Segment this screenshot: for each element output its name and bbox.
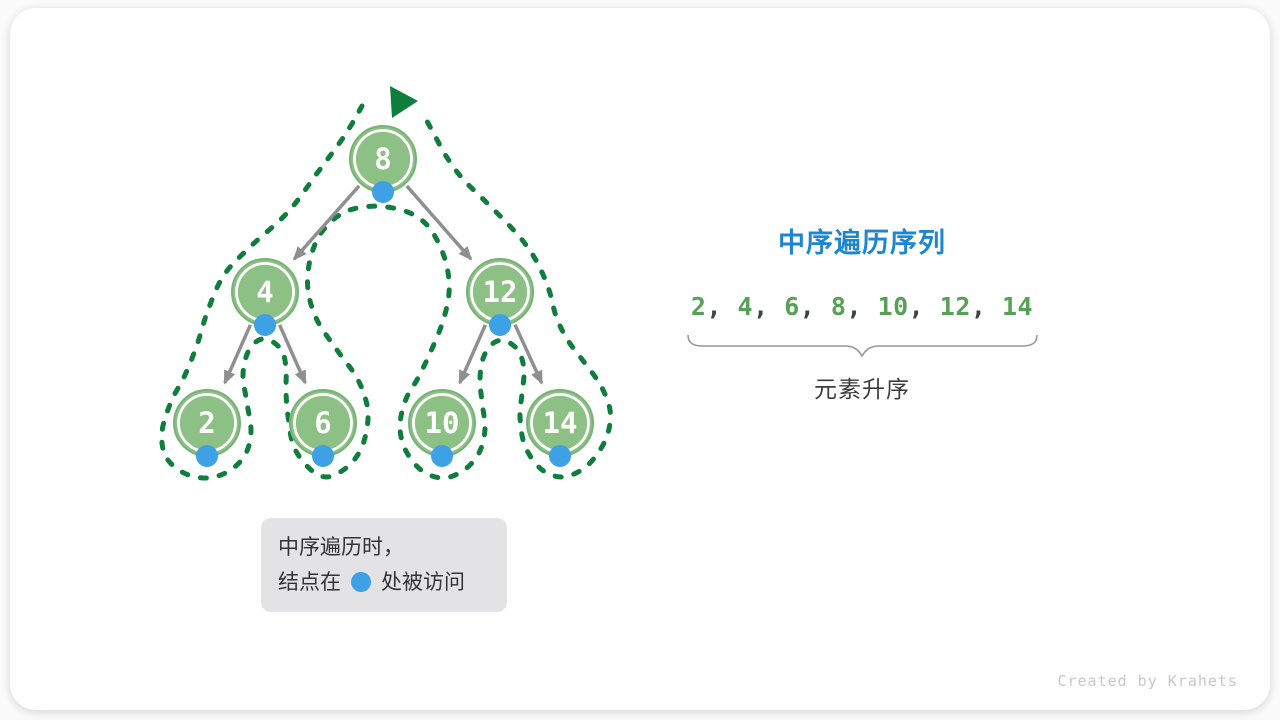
traversal-dashed-path bbox=[159, 103, 613, 481]
canvas-card bbox=[10, 8, 1270, 710]
traversal-path bbox=[159, 103, 613, 481]
visit-dot bbox=[489, 314, 511, 336]
underbrace bbox=[687, 334, 1038, 358]
sequence-value: 10 bbox=[877, 292, 909, 321]
sequence-separator: , bbox=[846, 292, 878, 321]
sequence-value: 4 bbox=[737, 292, 754, 321]
tree-nodes: 8 4 12 2 6 10 14 bbox=[173, 125, 594, 457]
visit-dot-legend-icon bbox=[351, 572, 371, 592]
tree-node-2: 2 bbox=[173, 389, 241, 457]
visit-dot bbox=[431, 445, 453, 467]
visit-dots bbox=[196, 181, 571, 467]
legend-line2: 结点在 处被访问 bbox=[278, 565, 507, 600]
legend-line2-before: 结点在 bbox=[278, 571, 341, 594]
tree-edges bbox=[223, 184, 544, 385]
sequence-separator: , bbox=[753, 292, 785, 321]
tree-node-4: 4 bbox=[231, 258, 299, 326]
tree-edge-arrow bbox=[292, 184, 361, 261]
visit-dot bbox=[254, 314, 276, 336]
sequence-value: 8 bbox=[830, 292, 847, 321]
tree-edge-arrow bbox=[458, 324, 488, 385]
sequence-separator: , bbox=[908, 292, 940, 321]
node-value-label: 4 bbox=[256, 275, 273, 309]
tree-node-14: 14 bbox=[526, 389, 594, 457]
node-value-label: 8 bbox=[374, 142, 391, 176]
direction-triangle-icon bbox=[390, 86, 418, 118]
legend-box: 中序遍历时， 结点在 处被访问 bbox=[261, 518, 507, 612]
sequence-value: 14 bbox=[1002, 292, 1034, 321]
sequence-value: 6 bbox=[784, 292, 800, 321]
sequence-separator: , bbox=[799, 292, 831, 321]
sequence-separator: , bbox=[706, 292, 738, 321]
tree-edge-arrow bbox=[405, 184, 473, 261]
node-value-label: 6 bbox=[314, 406, 331, 440]
tree-edge-arrow bbox=[277, 324, 307, 385]
legend-line1: 中序遍历时， bbox=[278, 536, 404, 559]
node-value-label: 2 bbox=[198, 406, 215, 440]
node-value-label: 12 bbox=[483, 275, 518, 309]
watermark: Created by Krahets bbox=[1057, 672, 1238, 690]
visit-dot bbox=[312, 445, 334, 467]
node-value-label: 10 bbox=[425, 406, 460, 440]
sequence-panel-title: 中序遍历序列 bbox=[778, 228, 946, 258]
legend-line2-after: 处被访问 bbox=[381, 571, 465, 594]
tree-edge-arrow bbox=[513, 323, 544, 385]
visit-dot bbox=[549, 445, 571, 467]
visit-dot bbox=[372, 181, 394, 203]
visit-dot bbox=[196, 445, 218, 467]
sequence-value: 2 bbox=[690, 292, 707, 321]
sequence-separator: , bbox=[970, 292, 1002, 321]
node-value-label: 14 bbox=[543, 406, 578, 440]
sequence-value: 12 bbox=[939, 292, 971, 321]
tree-edge-arrow bbox=[223, 324, 253, 385]
ascending-caption: 元素升序 bbox=[814, 376, 910, 402]
traversal-direction-arrow-icon bbox=[390, 86, 418, 118]
inorder-sequence: 2, 4, 6, 8, 10, 12, 14 bbox=[632, 292, 1092, 321]
